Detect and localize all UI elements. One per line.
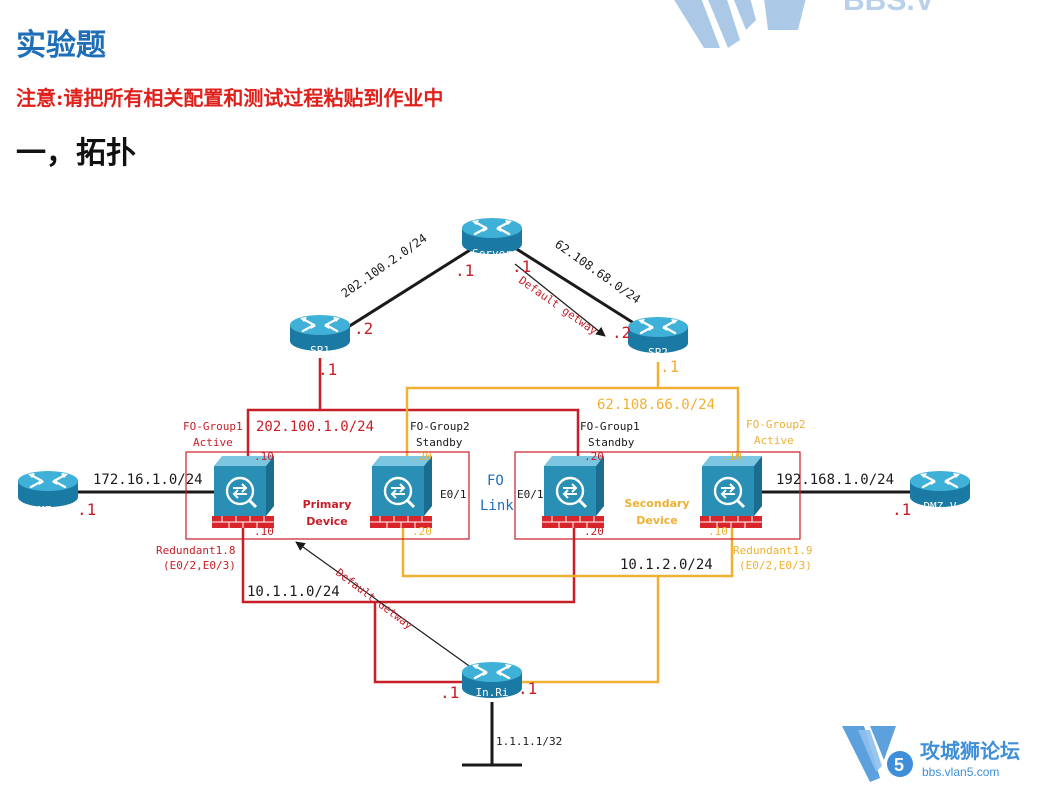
firewall-primary-group1-icon: [210, 454, 276, 530]
label-fw1-top: .10: [254, 450, 274, 463]
label-fo-link-1: FO: [487, 473, 504, 489]
label-dmz-a: DMZ.A: [31, 504, 64, 517]
firewall-secondary-group2-icon: [698, 454, 764, 530]
secondary-device-label-1: Secondary: [624, 497, 689, 510]
label-dmz-v-dot1: .1: [892, 500, 911, 519]
label-net-192-168-1: 192.168.1.0/24: [776, 472, 894, 488]
watermark-url: bbs.vlan5.com: [922, 765, 999, 779]
default-gateway-arrow-top: [514, 263, 606, 337]
yellow-links: [401, 362, 740, 684]
label-redundant-left: Redundant1.8: [156, 544, 235, 557]
watermark-bottom: 5 攻城狮论坛 bbs.vlan5.com: [840, 720, 1040, 786]
label-inside-dot1-right: .1: [518, 679, 537, 698]
page-title: 实验题: [16, 28, 106, 63]
link-outside-group1: [246, 408, 580, 460]
primary-device-label-1: Primary: [303, 498, 352, 511]
link-inside-yellow: [522, 576, 660, 684]
assignment-notice: 注意:请把所有相关配置和测试过程粘贴到作业中: [16, 86, 444, 110]
firewall-primary-group2-icon: [368, 454, 434, 530]
label-default-gateway-top: Default getway: [516, 274, 600, 338]
label-fw3-bottom: .20: [584, 525, 604, 538]
label-redundant-right: Redundant1.9: [733, 544, 812, 557]
primary-device-label-2: Device: [306, 515, 348, 528]
watermark-top-text: BBS.V: [843, 0, 935, 17]
default-gateway-arrow-bottom: [295, 541, 473, 669]
label-sp2-dot1: .1: [660, 357, 679, 376]
link-outside-group2: [405, 386, 740, 460]
label-standby-right: Standby: [588, 436, 635, 449]
label-net-172-16-1: 172.16.1.0/24: [93, 472, 203, 488]
label-net-62-108-66: 62.108.66.0/24: [597, 397, 715, 413]
label-e01-right: E0/1: [517, 488, 544, 501]
label-redundant-right-ports: (E0/2,E0/3): [739, 559, 812, 572]
label-net-10-1-2: 10.1.2.0/24: [620, 557, 713, 573]
firewall-secondary-group1-icon: [540, 454, 606, 530]
label-fo-group2-active: FO-Group2: [746, 418, 806, 431]
label-e01-left: E0/1: [440, 488, 467, 501]
label-dmz-v: DMZ.V: [923, 500, 956, 513]
link-10-1-2: [401, 528, 734, 578]
label-sp1: SP1: [310, 344, 330, 357]
watermark-top-logo-icon: BBS.V: [674, 0, 935, 48]
label-fw2-top: .20: [412, 450, 432, 463]
link-sp1-server: [347, 248, 471, 329]
link-10-1-1: [241, 528, 576, 604]
label-fo-group1-active: FO-Group1: [183, 420, 243, 433]
label-sp2: SP2: [648, 346, 668, 359]
label-server: Server: [472, 247, 512, 260]
label-fw2-bottom: .20: [412, 525, 432, 538]
label-net-62-108-68: 62.108.68.0/24: [552, 237, 643, 306]
label-active-right: Active: [754, 434, 794, 447]
secondary-device-label-2: Device: [636, 514, 678, 527]
label-inside-dot1-left: .1: [440, 683, 459, 702]
label-sp2-dot2: .2: [612, 323, 631, 342]
label-fo-group2-standby: FO-Group2: [410, 420, 470, 433]
watermark-logo-icon: 5 攻城狮论坛 bbs.vlan5.com: [842, 726, 1020, 782]
label-fo-link-2: Link: [480, 498, 514, 514]
link-server-sp2: [514, 246, 641, 329]
section-heading-topology: 一，拓扑: [16, 136, 136, 171]
label-net-202-100-1: 202.100.1.0/24: [256, 419, 374, 435]
label-server-dot1-left: .1: [455, 261, 474, 280]
label-sp1-dot1: .1: [318, 360, 337, 379]
router-dmz-a-icon: [16, 469, 80, 509]
red-links: [241, 358, 580, 684]
label-fw4-top: .10: [722, 450, 742, 463]
black-links: [62, 246, 918, 767]
label-fw3-top: .20: [584, 450, 604, 463]
label-active-left: Active: [193, 436, 233, 449]
watermark-top: BBS.V: [668, 0, 1043, 50]
label-net-10-1-1: 10.1.1.0/24: [247, 584, 340, 600]
watermark-logo-number: 5: [894, 755, 904, 775]
link-inside-red: [373, 602, 462, 684]
secondary-device-box: [514, 451, 801, 540]
label-fw4-bottom: .10: [708, 525, 728, 538]
primary-device-box: [185, 451, 470, 540]
label-net-202-100-2: 202.100.2.0/24: [339, 231, 430, 300]
label-fw1-bottom: .10: [254, 525, 274, 538]
label-dmz-a-dot1: .1: [77, 500, 96, 519]
watermark-brand: 攻城狮论坛: [920, 739, 1020, 763]
label-server-dot1-right: .1: [512, 257, 531, 276]
label-fo-group1-standby: FO-Group1: [580, 420, 640, 433]
label-redundant-left-ports: (E0/2,E0/3): [163, 559, 236, 572]
label-inside: In.Ri: [475, 686, 508, 699]
label-sp1-dot2: .2: [354, 319, 373, 338]
label-loopback: 1.1.1.1/32: [496, 735, 562, 748]
label-standby-left: Standby: [416, 436, 463, 449]
